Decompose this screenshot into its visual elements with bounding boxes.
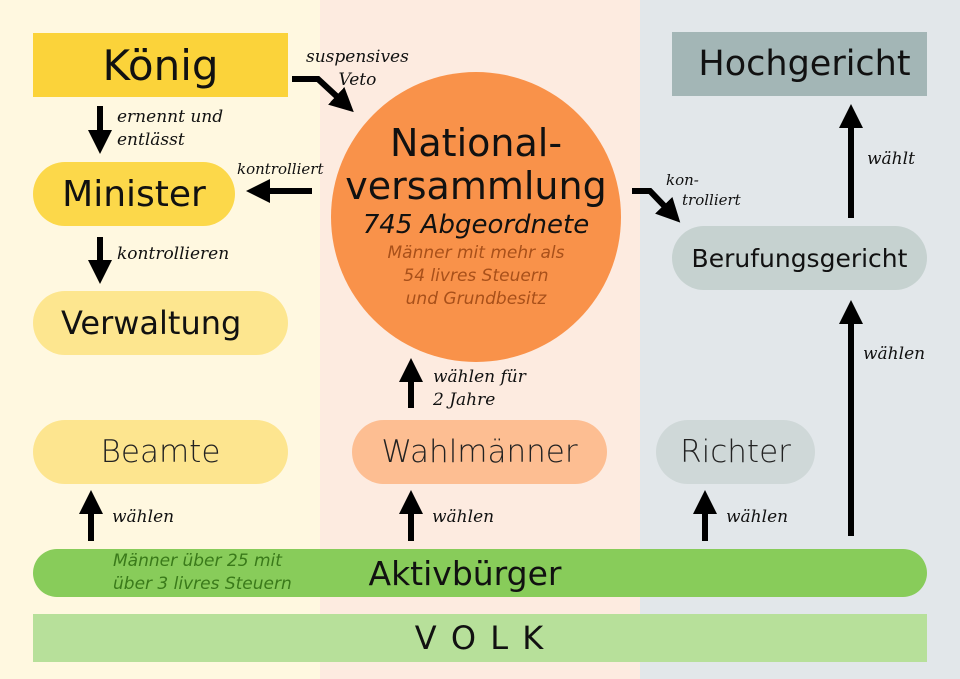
kontrolliert-gericht-line-1: kon- [666, 171, 699, 189]
aktiv-condition-line-1: Männer über 25 mit [113, 551, 282, 571]
waehlen-richter-label: wählen [726, 507, 789, 527]
veto-label-line-2: Veto [338, 70, 377, 90]
aktiv-condition-line-2: über 3 livres Steuern [113, 574, 292, 594]
wahlmaenner-box: Wahlmänner [352, 420, 607, 484]
koenig-label: König [102, 40, 219, 90]
nationalversammlung-circle: National- versammlung 745 Abgeordnete Mä… [331, 72, 621, 362]
verwaltung-box: Verwaltung [33, 291, 288, 355]
ernennt-label: ernennt und entlässt [117, 106, 223, 152]
nationalversammlung-title-2: versammlung [345, 164, 607, 208]
beamte-box: Beamte [33, 420, 288, 484]
waehlen-fuer-line-1: wählen für [433, 367, 526, 387]
kontrolliert-gericht-line-2: trolliert [682, 191, 741, 209]
aktivbuerger-bar: Aktivbürger [33, 549, 927, 597]
beamte-label: Beamte [100, 434, 221, 470]
nv-condition-line-3: und Grundbesitz [405, 289, 547, 309]
aktivbuerger-condition: Männer über 25 mit über 3 livres Steuern [113, 550, 292, 596]
waehlen-fuer-label: wählen für 2 Jahre [433, 366, 526, 412]
waehlt-label: wählt [867, 149, 915, 169]
volk-label: V O L K [414, 619, 546, 657]
veto-label: suspensives Veto [306, 46, 409, 92]
nv-condition-line-1: Männer mit mehr als [387, 243, 565, 263]
arrow-veto-icon [292, 76, 354, 113]
richter-box: Richter [656, 420, 815, 484]
verwaltung-label: Verwaltung [61, 304, 242, 342]
hochgericht-label: Hochgericht [698, 44, 911, 84]
richter-label: Richter [680, 434, 791, 470]
berufungsgericht-box: Berufungsgericht [672, 226, 927, 290]
waehlen-wahlmaenner-label: wählen [432, 507, 495, 527]
wahlmaenner-label: Wahlmänner [381, 434, 578, 470]
arrow-control-icon [632, 188, 681, 223]
waehlen-berufung-label: wählen [863, 344, 926, 364]
koenig-box: König [33, 33, 288, 97]
kontrolliert-minister-label: kontrolliert [237, 160, 324, 178]
abgeordnete-count: 745 Abgeordnete [362, 210, 590, 240]
aktivbuerger-label: Aktivbürger [368, 553, 562, 593]
minister-box: Minister [33, 162, 235, 226]
veto-label-line-1: suspensives [306, 47, 409, 67]
minister-label: Minister [62, 173, 206, 215]
waehlen-beamte-label: wählen [112, 507, 175, 527]
hochgericht-box: Hochgericht [672, 32, 927, 96]
ernennt-label-line-2: entlässt [117, 130, 185, 150]
nv-condition-line-2: 54 livres Steuern [403, 266, 549, 286]
ernennt-label-line-1: ernennt und [117, 107, 224, 127]
kontrolliert-gericht-label: kon- trolliert [666, 170, 741, 210]
volk-bar: V O L K [33, 614, 927, 662]
berufungsgericht-label: Berufungsgericht [691, 243, 908, 273]
kontrollieren-label: kontrollieren [117, 244, 230, 264]
waehlen-fuer-line-2: 2 Jahre [433, 390, 496, 410]
nationalversammlung-title-1: National- [389, 121, 563, 165]
